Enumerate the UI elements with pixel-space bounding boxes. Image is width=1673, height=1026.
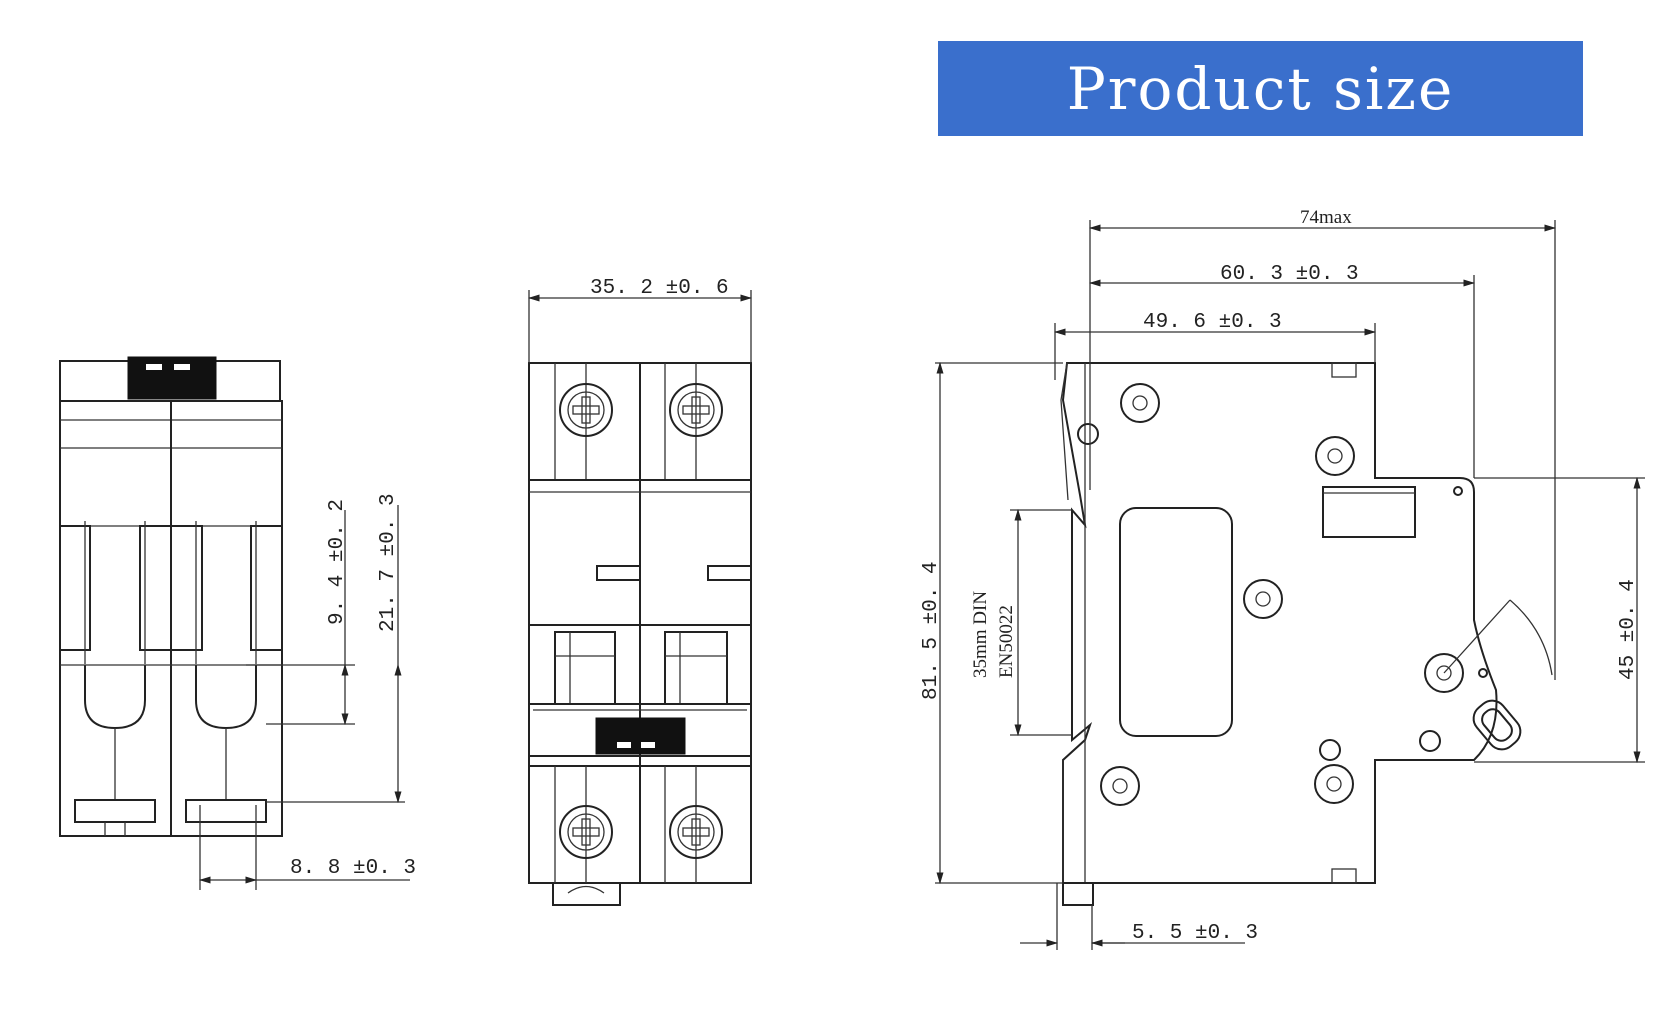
screw-bottom-left-icon bbox=[559, 805, 613, 859]
dim-rail-offset: 5. 5 ±0. 3 bbox=[1132, 922, 1258, 945]
dim-din-line2: EN50022 bbox=[996, 605, 1017, 678]
dim-width-max: 74max bbox=[1300, 207, 1352, 228]
dim-din-line1: 35mm DIN bbox=[970, 591, 991, 678]
dim-height-total: 81. 5 ±0. 4 bbox=[920, 561, 943, 700]
dim-height-front: 45 ±0. 4 bbox=[1617, 579, 1640, 680]
product-size-banner: Product size bbox=[938, 41, 1583, 136]
dim-toggle-width: 8. 8 ±0. 3 bbox=[290, 857, 416, 880]
screw-bottom-right-icon bbox=[669, 805, 723, 859]
dim-module-width: 35. 2 ±0. 6 bbox=[590, 277, 729, 300]
screw-top-left-icon bbox=[559, 383, 613, 437]
dim-width-front: 49. 6 ±0. 3 bbox=[1143, 311, 1282, 334]
dim-width-body: 60. 3 ±0. 3 bbox=[1220, 263, 1359, 286]
dim-toggle-height-2: 21. 7 ±0. 3 bbox=[377, 493, 400, 632]
banner-title: Product size bbox=[1066, 54, 1455, 123]
dim-toggle-height: 9. 4 ±0. 2 bbox=[326, 499, 349, 625]
lever-knob-icon bbox=[1472, 699, 1522, 751]
screw-top-right-icon bbox=[669, 383, 723, 437]
side-view bbox=[59, 356, 410, 890]
profile-view bbox=[935, 220, 1645, 950]
front-view bbox=[527, 290, 753, 906]
